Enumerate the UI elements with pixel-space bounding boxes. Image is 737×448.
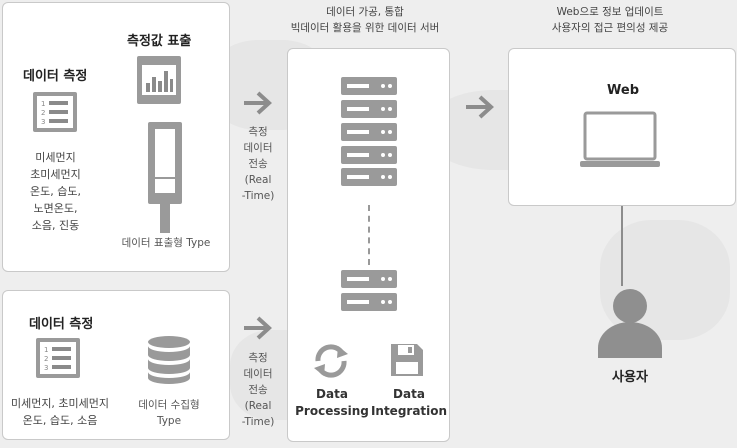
web-header: Web으로 정보 업데이트 사용자의 접근 편의성 제공 bbox=[551, 6, 669, 34]
database-icon bbox=[146, 335, 192, 385]
svg-text:3: 3 bbox=[44, 364, 48, 372]
server-icon bbox=[340, 76, 398, 142]
user-label: 사용자 bbox=[612, 370, 648, 385]
measure-items: 미세먼지, 초미세먼지 온도, 습도, 소음 bbox=[10, 397, 110, 427]
display-type-panel: 데이터 측정 1 2 3 미세먼지 초미세먼지 온도, 습도, 노면온도, 소음… bbox=[2, 2, 230, 272]
transfer-label: 측정 데이터 전송 (Real -Time) bbox=[241, 126, 275, 202]
arrow-right-icon bbox=[242, 90, 274, 116]
web-title: Web bbox=[607, 83, 639, 98]
list-icon: 1 2 3 bbox=[35, 337, 81, 379]
user-icon bbox=[596, 288, 664, 358]
server-icon bbox=[340, 269, 398, 313]
transfer-label: 측정 데이터 전송 (Real -Time) bbox=[241, 352, 275, 428]
svg-text:1: 1 bbox=[44, 346, 48, 354]
svg-text:2: 2 bbox=[41, 109, 45, 117]
svg-text:2: 2 bbox=[44, 355, 48, 363]
sensor-device-icon bbox=[147, 121, 183, 233]
connector-line bbox=[368, 205, 372, 265]
svg-text:3: 3 bbox=[41, 118, 45, 126]
server-icon bbox=[340, 145, 398, 187]
arrow-right-icon bbox=[242, 315, 274, 341]
measure-title: 데이터 측정 bbox=[23, 69, 88, 84]
bar-chart-icon bbox=[136, 55, 182, 105]
arrow-right-icon bbox=[464, 94, 496, 120]
web-panel: Web bbox=[508, 48, 736, 206]
display-title: 측정값 표출 bbox=[127, 34, 192, 49]
data-server-panel: Data Processing Data Integration bbox=[287, 48, 450, 442]
data-integration-label: Data Integration bbox=[370, 387, 448, 418]
server-header: 데이터 가공, 통합 빅데이터 활용을 위한 데이터 서버 bbox=[290, 6, 440, 34]
collect-type-label: 데이터 수집형 Type bbox=[138, 399, 200, 427]
svg-text:1: 1 bbox=[41, 100, 45, 108]
list-icon: 1 2 3 bbox=[32, 91, 78, 133]
connector-line bbox=[621, 206, 623, 286]
collect-type-panel: 데이터 측정 1 2 3 미세먼지, 초미세먼지 온도, 습도, 소음 데이터 … bbox=[2, 290, 230, 440]
laptop-icon bbox=[579, 111, 661, 169]
display-type-label: 데이터 표출형 Type bbox=[121, 237, 211, 249]
data-processing-label: Data Processing bbox=[295, 387, 369, 418]
refresh-icon bbox=[312, 344, 350, 378]
save-disk-icon bbox=[390, 343, 424, 377]
measure-items: 미세먼지 초미세먼지 온도, 습도, 노면온도, 소음, 진동 bbox=[30, 151, 81, 232]
measure-title: 데이터 측정 bbox=[29, 317, 94, 332]
